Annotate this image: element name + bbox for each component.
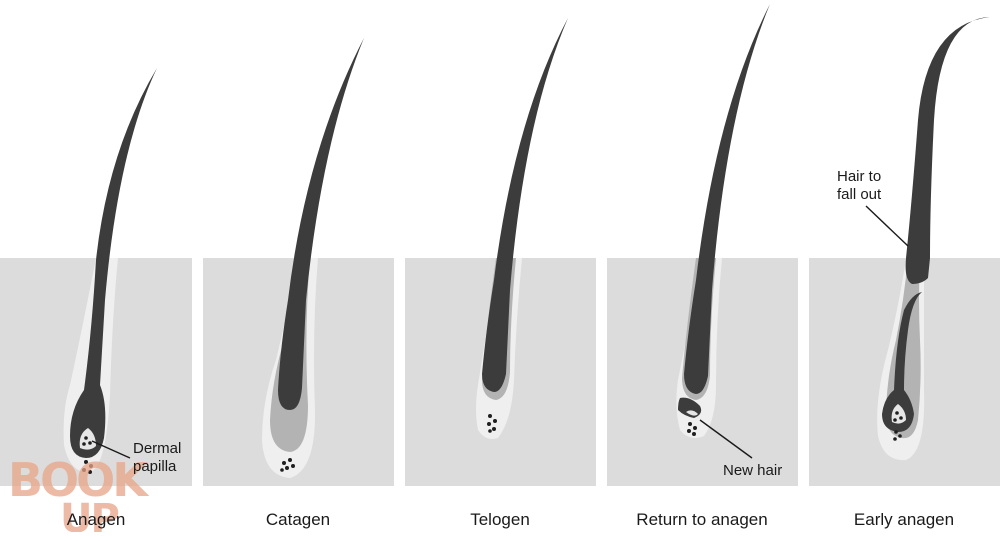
stage-label-anagen: Anagen <box>66 510 126 529</box>
new-hair-pointer <box>699 419 753 459</box>
new-hair-shaft <box>882 292 922 432</box>
follicle-catagen <box>262 38 364 478</box>
papilla-pointer <box>91 440 131 459</box>
old-hair-shaft <box>905 17 990 284</box>
hair-shaft <box>70 68 157 458</box>
stage-label-early-anagen: Early anagen <box>853 510 955 529</box>
hair-shaft <box>278 38 364 410</box>
follicle-anagen <box>63 68 157 474</box>
follicle-return-to-anagen <box>676 4 770 459</box>
new-hair-label: New hair <box>723 462 783 479</box>
hair-shaft <box>482 18 568 392</box>
papilla-dots <box>487 414 497 433</box>
follicle-telogen <box>476 18 568 439</box>
stage-label-return-to-anagen: Return to anagen <box>636 510 768 529</box>
dermal-papilla-line1: Dermal <box>133 440 182 457</box>
fall-out-pointer <box>865 205 909 247</box>
dermal-papilla-label: Dermal papilla <box>133 440 181 476</box>
stage-label-telogen: Telogen <box>470 510 530 529</box>
dermal-papilla-line2: papilla <box>133 458 177 475</box>
papilla-dots <box>280 458 295 472</box>
stage-label-catagen: Catagen <box>265 510 331 529</box>
hair-shaft <box>684 4 770 394</box>
papilla-dots <box>893 411 903 441</box>
hair-to-fall-out-label: Hair to fall out <box>837 168 881 204</box>
hair-to-fall-out-line2: fall out <box>837 186 882 203</box>
follicle-early-anagen <box>865 17 990 461</box>
hair-to-fall-out-line1: Hair to <box>837 168 882 185</box>
papilla-dots <box>687 422 697 436</box>
papilla-dots <box>82 436 93 474</box>
new-hair-papilla <box>686 410 698 416</box>
